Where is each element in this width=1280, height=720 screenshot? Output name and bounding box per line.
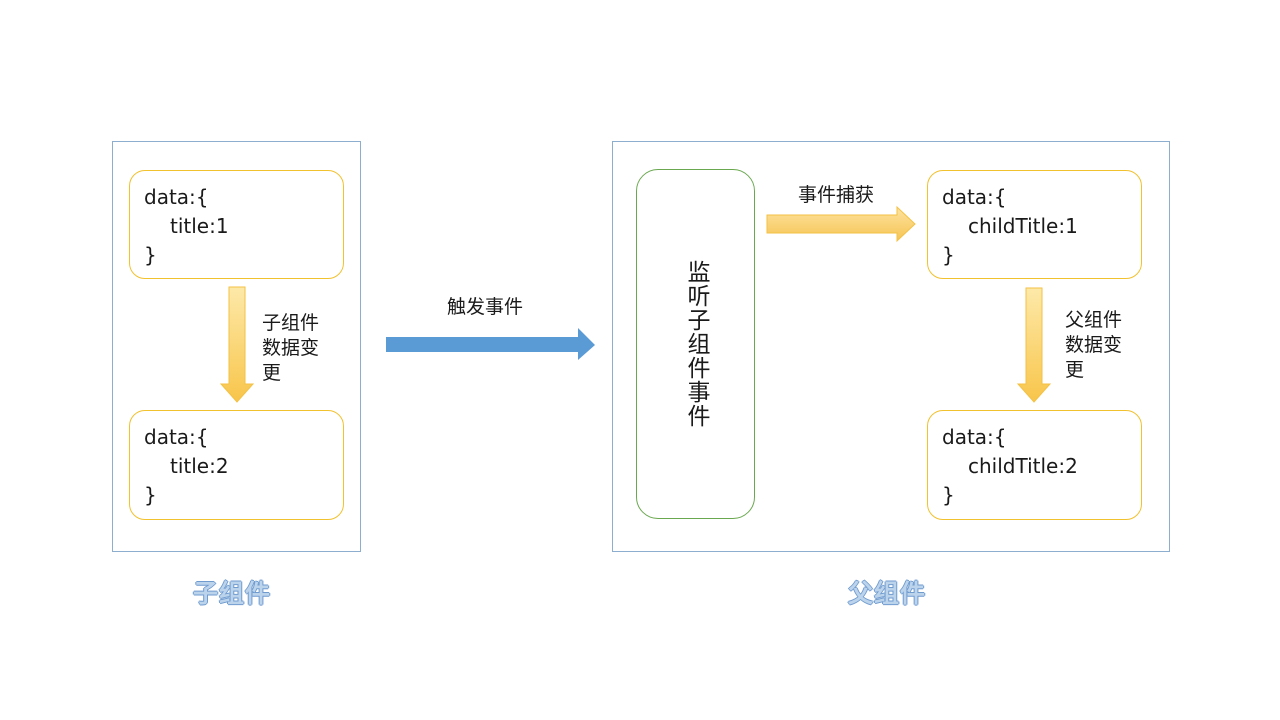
code-open: data:{: [144, 185, 209, 209]
code-field: title:1: [170, 214, 229, 238]
code-close: }: [144, 243, 157, 267]
code-open: data:{: [942, 185, 1007, 209]
parent-component-caption: 父组件: [848, 579, 927, 608]
code-field: childTitle:2: [968, 454, 1078, 478]
child-component-caption: 子组件: [193, 579, 272, 608]
listener-label: 监听子组件事件: [683, 260, 709, 428]
code-field: title:2: [170, 454, 229, 478]
code-close: }: [942, 483, 955, 507]
code-open: data:{: [942, 425, 1007, 449]
code-field: childTitle:1: [968, 214, 1078, 238]
code-close: }: [942, 243, 955, 267]
event-capture-label: 事件捕获: [798, 184, 875, 206]
parent-data-after-box: data:{ childTitle:2 }: [927, 410, 1142, 520]
code-open: data:{: [144, 425, 209, 449]
code-close: }: [144, 483, 157, 507]
listener-box: 监听子组件事件: [636, 169, 755, 519]
parent-data-before-box: data:{ childTitle:1 }: [927, 170, 1142, 279]
child-change-label: 子组件 数据变 更: [262, 312, 320, 384]
parent-change-label: 父组件 数据变 更: [1065, 309, 1123, 381]
trigger-event-label: 触发事件: [447, 296, 524, 318]
child-data-after-box: data:{ title:2 }: [129, 410, 344, 520]
child-data-before-box: data:{ title:1 }: [129, 170, 344, 279]
